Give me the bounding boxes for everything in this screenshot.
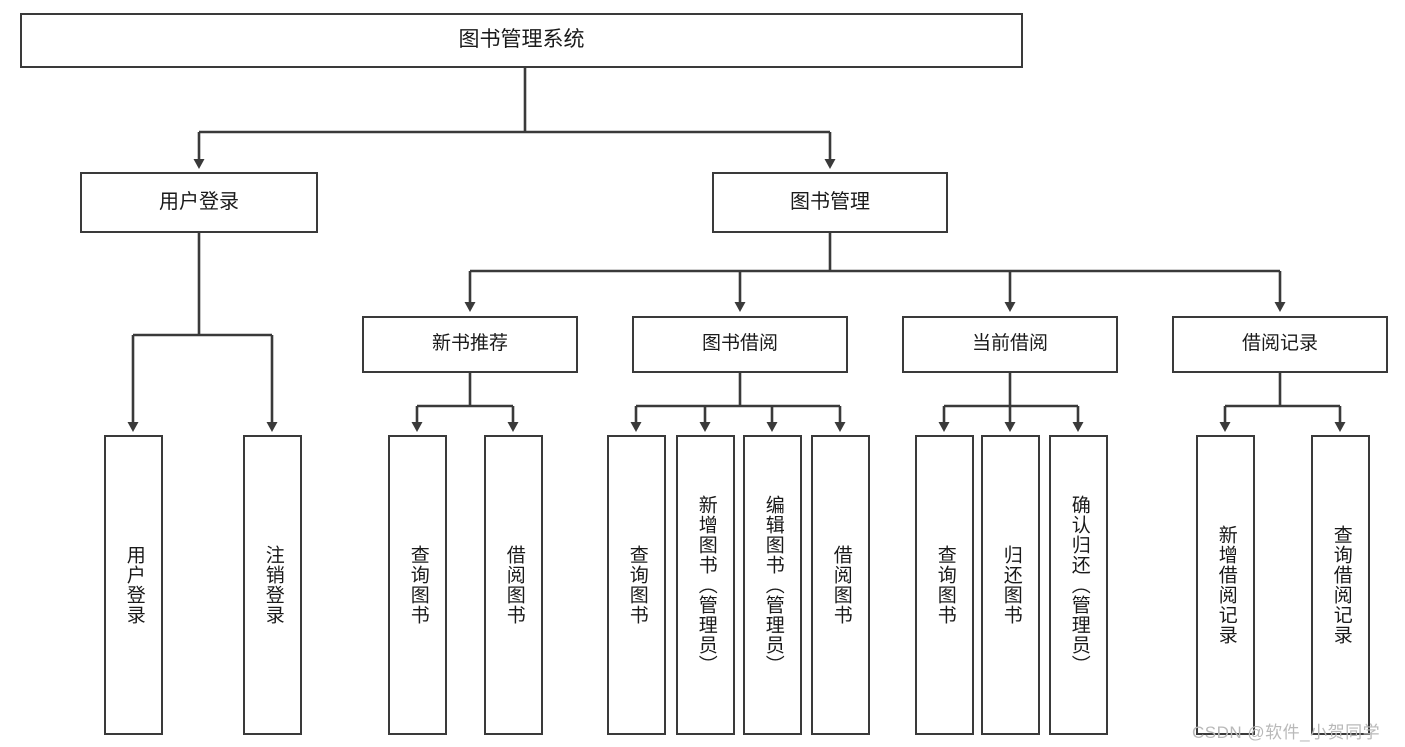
node-current-borrow[interactable]: 当前借阅 bbox=[902, 316, 1118, 373]
node-book-manage[interactable]: 图书管理 bbox=[712, 172, 948, 233]
node-leaf-cur-query-book[interactable]: 查询图书 bbox=[915, 435, 974, 735]
node-leaf-borrow-query-book-label: 查询图书 bbox=[626, 545, 648, 625]
node-leaf-user-logout[interactable]: 注销登录 bbox=[243, 435, 302, 735]
node-leaf-user-login-label: 用户登录 bbox=[123, 545, 145, 625]
node-leaf-borrow-edit-book[interactable]: 编辑图书（管理员） bbox=[743, 435, 802, 735]
node-leaf-rec-borrow-book[interactable]: 借阅图书 bbox=[484, 435, 543, 735]
node-leaf-borrow-add-book-label: 新增图书（管理员） bbox=[695, 495, 717, 675]
node-leaf-borrow-add-book[interactable]: 新增图书（管理员） bbox=[676, 435, 735, 735]
node-leaf-user-login[interactable]: 用户登录 bbox=[104, 435, 163, 735]
node-leaf-cur-confirm-return[interactable]: 确认归还（管理员） bbox=[1049, 435, 1108, 735]
node-leaf-borrow-borrow-book-label: 借阅图书 bbox=[830, 545, 852, 625]
node-leaf-rec-borrow-book-label: 借阅图书 bbox=[503, 545, 525, 625]
node-leaf-rec-add-record-label: 新增借阅记录 bbox=[1215, 525, 1237, 645]
node-leaf-borrow-query-book[interactable]: 查询图书 bbox=[607, 435, 666, 735]
node-leaf-cur-query-book-label: 查询图书 bbox=[934, 545, 956, 625]
node-current-borrow-label: 当前借阅 bbox=[971, 333, 1048, 355]
node-leaf-user-logout-label: 注销登录 bbox=[262, 545, 284, 625]
node-leaf-rec-add-record[interactable]: 新增借阅记录 bbox=[1196, 435, 1255, 735]
node-leaf-cur-return-book[interactable]: 归还图书 bbox=[981, 435, 1040, 735]
node-leaf-rec-query-book-label: 查询图书 bbox=[407, 545, 429, 625]
node-new-book-rec[interactable]: 新书推荐 bbox=[362, 316, 578, 373]
node-leaf-rec-query-book[interactable]: 查询图书 bbox=[388, 435, 447, 735]
node-leaf-borrow-edit-book-label: 编辑图书（管理员） bbox=[762, 495, 784, 675]
node-book-borrow[interactable]: 图书借阅 bbox=[632, 316, 848, 373]
node-user-login[interactable]: 用户登录 bbox=[80, 172, 318, 233]
node-borrow-record[interactable]: 借阅记录 bbox=[1172, 316, 1388, 373]
node-new-book-rec-label: 新书推荐 bbox=[431, 333, 508, 355]
node-leaf-cur-confirm-return-label: 确认归还（管理员） bbox=[1068, 495, 1090, 675]
node-leaf-borrow-borrow-book[interactable]: 借阅图书 bbox=[811, 435, 870, 735]
node-leaf-cur-return-book-label: 归还图书 bbox=[1000, 545, 1022, 625]
node-book-borrow-label: 图书借阅 bbox=[701, 333, 778, 355]
node-leaf-rec-query-record[interactable]: 查询借阅记录 bbox=[1311, 435, 1370, 735]
node-book-manage-label: 图书管理 bbox=[790, 190, 870, 213]
node-root[interactable]: 图书管理系统 bbox=[20, 13, 1023, 68]
node-borrow-record-label: 借阅记录 bbox=[1241, 333, 1318, 355]
node-leaf-rec-query-record-label: 查询借阅记录 bbox=[1330, 525, 1352, 645]
node-user-login-label: 用户登录 bbox=[159, 190, 239, 213]
csdn-watermark: CSDN @软件_小贺同学 bbox=[1192, 723, 1381, 742]
node-root-label: 图书管理系统 bbox=[458, 28, 585, 52]
